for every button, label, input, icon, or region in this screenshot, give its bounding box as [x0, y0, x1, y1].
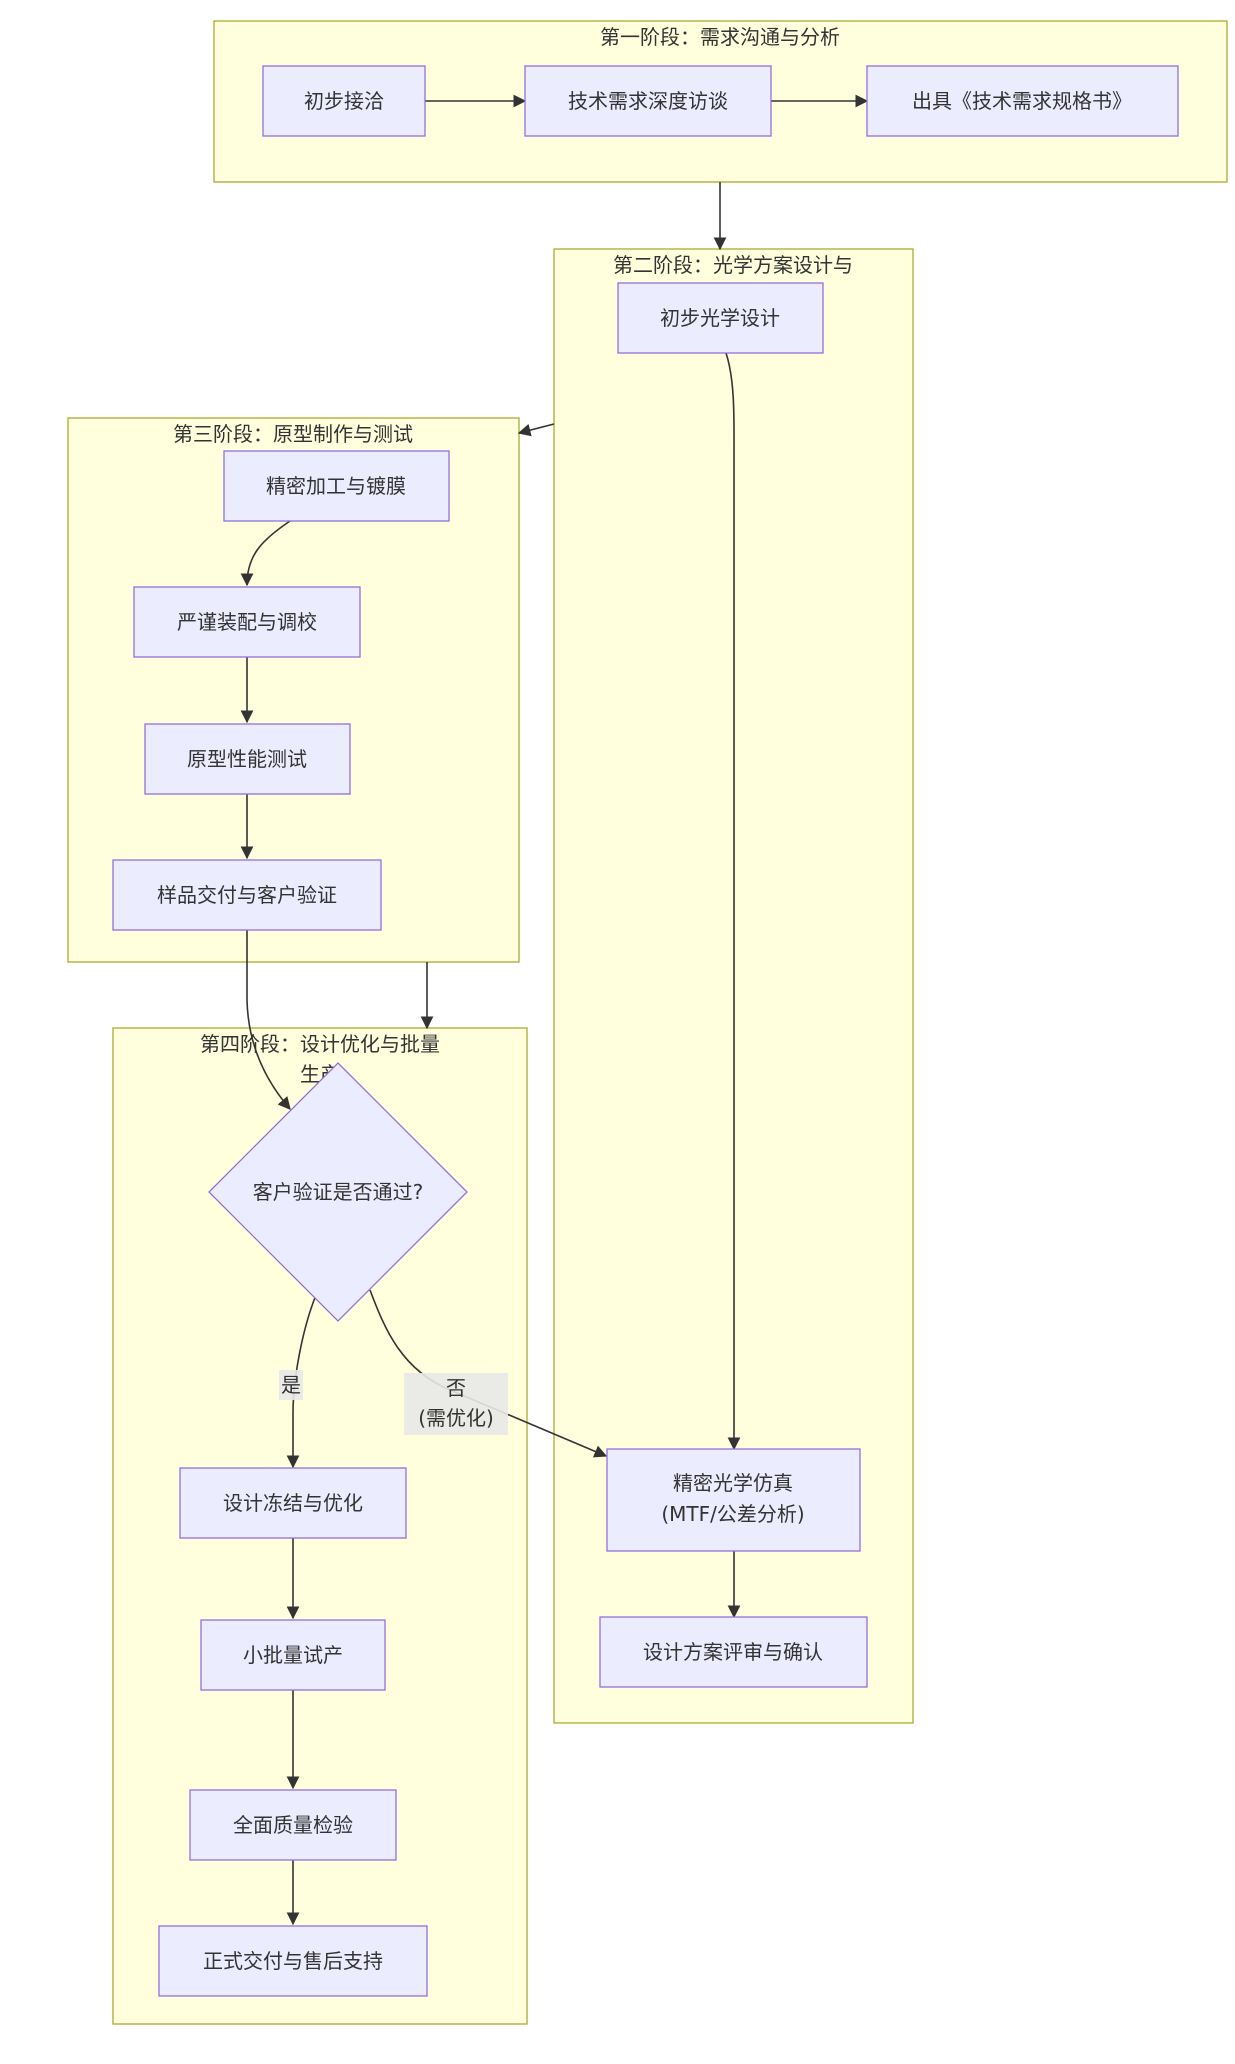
- node-initial-contact-label: 初步接洽: [304, 89, 384, 113]
- edge-phase2-to-phase3: [517, 423, 555, 437]
- node-prototype-testing[interactable]: 原型性能测试: [144, 723, 351, 795]
- cluster-phase2-title: 第二阶段：光学方案设计与: [613, 253, 853, 277]
- node-design-review[interactable]: 设计方案评审与确认: [599, 1616, 868, 1688]
- node-assembly-alignment-label: 严谨装配与调校: [177, 610, 317, 634]
- node-design-freeze[interactable]: 设计冻结与优化: [179, 1467, 407, 1539]
- node-optical-simulation-label: 精密光学仿真: [673, 1471, 793, 1495]
- node-quality-inspection-label: 全面质量检验: [233, 1813, 353, 1837]
- node-formal-delivery[interactable]: 正式交付与售后支持: [158, 1925, 428, 1997]
- edge-label-yes-text: 是: [281, 1373, 301, 1397]
- edge-initial-design-to-simulation: [725, 352, 741, 1451]
- node-spec-document-label: 出具《技术需求规格书》: [912, 89, 1132, 113]
- node-validation-decision-label: 客户验证是否通过?: [253, 1180, 424, 1204]
- edge-label-no-reason: (需优化): [418, 1406, 494, 1430]
- node-design-freeze-label: 设计冻结与优化: [223, 1491, 363, 1515]
- node-optical-simulation[interactable]: 精密光学仿真 (MTF/公差分析): [606, 1448, 861, 1552]
- cluster-phase1-title: 第一阶段：需求沟通与分析: [600, 25, 840, 49]
- node-design-review-label: 设计方案评审与确认: [643, 1640, 823, 1664]
- node-initial-contact[interactable]: 初步接洽: [262, 65, 426, 137]
- node-assembly-alignment[interactable]: 严谨装配与调校: [133, 586, 361, 658]
- node-spec-document[interactable]: 出具《技术需求规格书》: [866, 65, 1179, 137]
- node-sample-delivery[interactable]: 样品交付与客户验证: [112, 859, 382, 931]
- node-machining-coating-label: 精密加工与镀膜: [266, 474, 406, 498]
- node-pilot-production-label: 小批量试产: [243, 1643, 343, 1667]
- cluster-phase3-title: 第三阶段：原型制作与测试: [173, 422, 413, 446]
- cluster-phase4-title: 第四阶段：设计优化与批量: [200, 1032, 440, 1056]
- node-optical-simulation-detail: (MTF/公差分析): [661, 1502, 804, 1526]
- node-requirement-interview[interactable]: 技术需求深度访谈: [524, 65, 772, 137]
- node-initial-optical-design[interactable]: 初步光学设计: [617, 282, 824, 354]
- node-requirement-interview-label: 技术需求深度访谈: [568, 89, 728, 113]
- edge-decision-yes: [286, 1294, 317, 1469]
- edge-label-yes: 是: [279, 1370, 303, 1400]
- edge-label-no-text: 否: [446, 1376, 466, 1400]
- node-quality-inspection[interactable]: 全面质量检验: [189, 1789, 397, 1861]
- node-prototype-testing-label: 原型性能测试: [187, 747, 307, 771]
- node-machining-coating[interactable]: 精密加工与镀膜: [223, 450, 450, 522]
- node-pilot-production[interactable]: 小批量试产: [200, 1619, 386, 1691]
- edge-delivery-to-decision: [246, 930, 291, 1110]
- node-formal-delivery-label: 正式交付与售后支持: [203, 1949, 383, 1973]
- node-initial-optical-design-label: 初步光学设计: [660, 306, 780, 330]
- node-sample-delivery-label: 样品交付与客户验证: [157, 883, 337, 907]
- node-validation-decision[interactable]: 客户验证是否通过?: [208, 1062, 468, 1322]
- edge-label-no: 否 (需优化): [404, 1373, 508, 1435]
- edge-machining-to-assembly: [240, 520, 291, 587]
